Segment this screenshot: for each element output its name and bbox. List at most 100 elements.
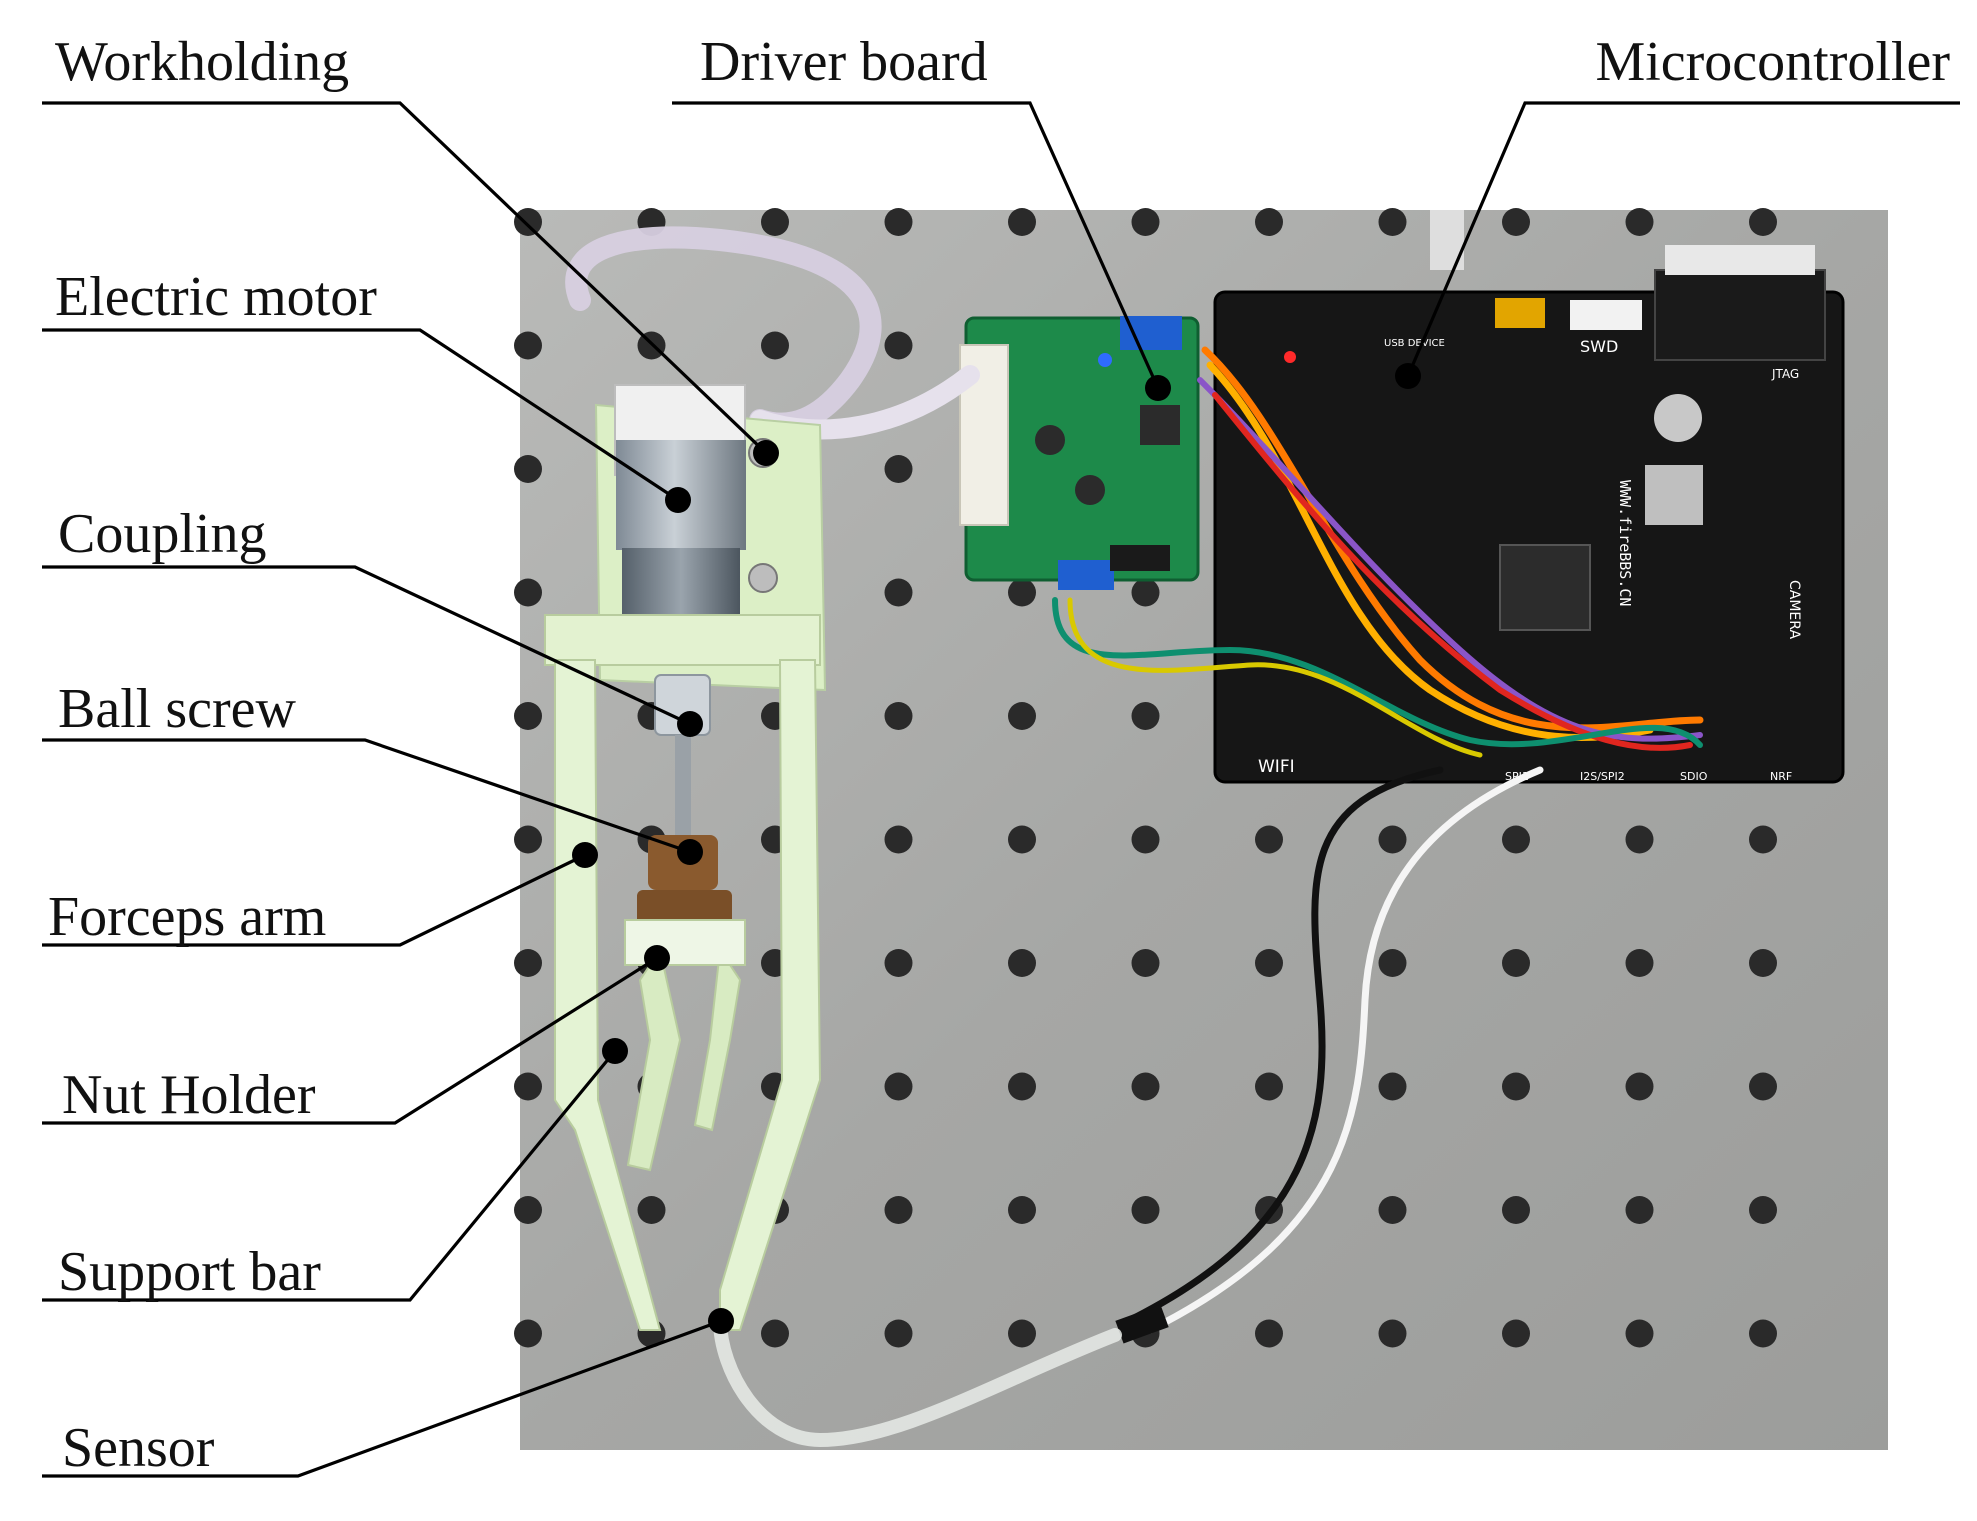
dot-coupling (677, 711, 703, 737)
website-text: WWW.fireBBS.CN (1616, 480, 1634, 606)
mounting-hole (1378, 1319, 1407, 1348)
mounting-hole (884, 949, 913, 977)
mounting-hole (884, 825, 913, 854)
nrf-text: NRF (1770, 770, 1792, 783)
mounting-hole (514, 455, 542, 483)
mounting-hole (884, 1196, 913, 1224)
mounting-hole (884, 1319, 913, 1348)
mounting-hole (1749, 1072, 1777, 1101)
mounting-hole (1131, 208, 1160, 236)
mounting-hole (761, 331, 789, 360)
mounting-hole (884, 331, 913, 360)
microcontroller-board-photo: WIFI SWD JTAG USB DEVICE SDIO NRF I2S/SP… (1213, 210, 1845, 784)
mounting-hole (1502, 1072, 1530, 1101)
wifi-text: WIFI (1258, 757, 1295, 777)
mounting-hole (637, 1196, 666, 1224)
dot-microcontroller (1395, 363, 1421, 389)
swd-text: SWD (1580, 337, 1618, 356)
mounting-hole (514, 949, 542, 977)
mounting-hole (1008, 949, 1036, 977)
driver-board-photo (959, 316, 1200, 590)
jtag-text: JTAG (1771, 367, 1799, 381)
mounting-hole (1749, 949, 1777, 977)
mounting-hole (1378, 208, 1407, 236)
label-driver-board: Driver board (700, 31, 988, 93)
leader-sensor (42, 1319, 722, 1478)
dot-forceps-arm (572, 842, 598, 868)
leader-workholding (42, 101, 768, 455)
dot-workholding (753, 440, 779, 466)
mounting-hole (1131, 1196, 1160, 1224)
mounting-hole (1749, 825, 1777, 854)
mounting-hole (1625, 949, 1654, 977)
mounting-hole (1378, 949, 1407, 977)
mounting-hole (1378, 1196, 1407, 1224)
mounting-hole (1131, 949, 1160, 977)
label-forceps-arm: Forceps arm (48, 886, 326, 948)
mounting-hole (1749, 208, 1777, 236)
leader-coupling (42, 565, 691, 726)
mounting-hole (1255, 208, 1283, 236)
mounting-hole (514, 702, 542, 730)
mounting-hole (514, 1072, 542, 1101)
mounting-hole (1625, 825, 1654, 854)
mounting-hole (1749, 1196, 1777, 1224)
mounting-hole (1008, 825, 1036, 854)
leader-ball-screw (42, 738, 691, 854)
dot-nut-holder (644, 945, 670, 971)
mounting-hole (884, 578, 913, 607)
mounting-hole (1008, 208, 1036, 236)
dot-driver-board (1145, 375, 1171, 401)
label-electric-motor: Electric motor (55, 266, 377, 328)
mounting-hole (1255, 1319, 1283, 1348)
mounting-hole (1008, 1319, 1036, 1348)
mounting-hole (1131, 825, 1160, 854)
label-sensor: Sensor (62, 1417, 215, 1479)
mounting-hole (1502, 825, 1530, 854)
dot-support-bar (602, 1038, 628, 1064)
label-microcontroller: Microcontroller (1595, 31, 1950, 93)
mounting-hole (884, 702, 913, 730)
camera-text: CAMERA (1786, 580, 1802, 639)
usb-device-text: USB DEVICE (1384, 338, 1445, 349)
dot-electric-motor (665, 487, 691, 513)
sdio-text: SDIO (1680, 770, 1708, 783)
mounting-hole (514, 208, 542, 236)
mounting-hole (1378, 825, 1407, 854)
leader-lines (42, 101, 1960, 1478)
mounting-hole (1131, 578, 1160, 607)
label-workholding: Workholding (55, 31, 349, 93)
mounting-hole (514, 1196, 542, 1224)
dot-ball-screw (677, 839, 703, 865)
mounting-hole (1502, 208, 1530, 236)
mounting-hole (884, 1072, 913, 1101)
mounting-hole (1131, 1072, 1160, 1101)
dot-sensor (708, 1308, 734, 1334)
mounting-hole (1008, 578, 1036, 607)
leader-microcontroller (1406, 101, 1960, 377)
mounting-hole (514, 1319, 542, 1348)
label-nut-holder: Nut Holder (62, 1064, 316, 1126)
mounting-hole (1502, 1196, 1530, 1224)
mounting-hole (761, 1319, 789, 1348)
mounting-hole (1255, 949, 1283, 977)
mounting-hole (1749, 1319, 1777, 1348)
callout-dots (572, 363, 1421, 1334)
mounting-hole (1131, 702, 1160, 730)
mounting-hole (1502, 1319, 1530, 1348)
mounting-hole (514, 825, 542, 854)
mounting-hole (884, 455, 913, 483)
leader-support-bar (42, 1049, 617, 1302)
mounting-hole (1008, 1196, 1036, 1224)
mounting-hole (1008, 1072, 1036, 1101)
mounting-hole (514, 578, 542, 607)
mounting-hole (884, 208, 913, 236)
mounting-hole (1625, 1196, 1654, 1224)
label-support-bar: Support bar (58, 1241, 321, 1303)
mounting-hole (1625, 1319, 1654, 1348)
leader-nut-holder (42, 956, 658, 1125)
leader-driver-board (672, 101, 1160, 389)
mounting-hole (1255, 825, 1283, 854)
